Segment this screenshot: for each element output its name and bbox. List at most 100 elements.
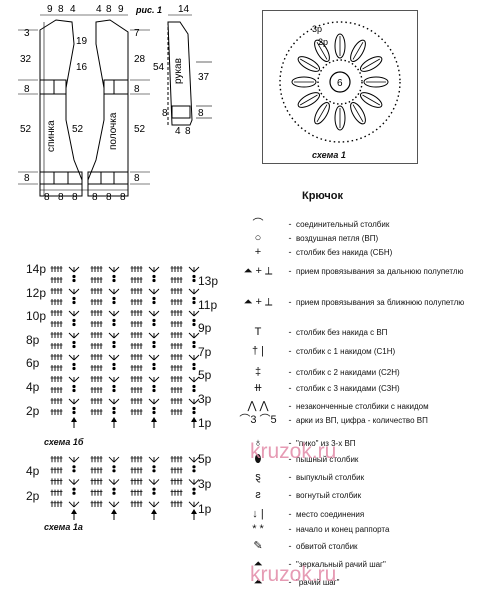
stitch-mark [68,501,80,508]
stitch-mark [188,354,200,361]
stitch-mark [72,340,76,345]
dim-sleeve-right-1: 37 [198,72,210,83]
dim-sleeve-left: 54 [153,62,165,73]
legend-text: выпуклый столбик [296,472,365,482]
legend-dash: - [288,559,292,569]
stitch-mark [72,388,76,393]
dim-back-top-2: 8 [58,4,64,15]
stitch-mark [152,274,156,279]
stitch-mark [112,491,116,495]
stitch-mark [112,469,116,473]
dim-sleeve-inner: 8 [162,108,168,119]
legend-text: столбик с 1 накидом (С1Н) [296,346,396,356]
stitch-mark [152,406,156,411]
legend-symbol-icon: ⋀ ⋀ [247,400,269,412]
legend-item: ȿ-выпуклый столбик [232,469,478,485]
stitch-mark [152,340,156,345]
stitch-mark [68,398,80,405]
arrow-mark [71,509,77,514]
legend-symbol-icon: ⏶ [253,558,263,570]
legend-item: ○-воздушная петля (ВП) [232,230,478,246]
motif-petal-vein [352,41,364,60]
motif-petal-vein [352,104,364,123]
dim-back-inner-3: 52 [72,124,84,135]
stitch-mark [108,354,120,361]
motif-petal-vein [299,94,318,106]
stitch-mark [152,388,156,393]
legend-item: ƨ-вогнутый столбик [232,487,478,503]
legend-dash: - [288,247,292,257]
dim-back-bottom-2: 8 [58,192,64,200]
legend-symbol-icon: ⏶ [253,576,263,588]
stitch-mark [192,300,196,305]
dim-sleeve-right-2: 8 [198,108,204,119]
front-label: полочка [108,112,119,150]
dim-front-right-1: 7 [134,28,140,39]
dim-front-bottom-1: 8 [92,192,98,200]
stitch-mark [68,310,80,317]
stitch-mark [72,406,76,411]
stitch-mark [72,465,76,469]
stitch-mark [192,340,196,345]
row-label-left: 2р [26,403,40,418]
dim-sleeve-bottom-2: 8 [185,126,191,137]
legend-text: начало и конец раппорта [296,524,390,534]
legend-text: воздушная петля (ВП) [296,233,379,243]
row-label-left: 2р [26,489,40,503]
stitch-mark [152,318,156,323]
legend-item: T-столбик без накида с ВП [232,324,478,340]
sleeve-outline [167,21,193,126]
dim-front-bottom-2: 8 [106,192,112,200]
stitch-mark [188,376,200,383]
arrow-mark [191,417,197,422]
row-label-right: 7р [198,344,212,359]
legend-text: прием провязывания за дальнюю полупетлю [296,266,464,276]
legend-item: ✎-обвитой столбик [232,538,478,554]
stitch-mark [112,366,116,371]
arrow-mark [111,509,117,514]
chart-1b-caption: схема 1б [44,437,84,447]
stitch-mark [148,376,160,383]
legend-symbol-icon: ‡ [254,366,262,378]
row-label-left: 10р [26,309,47,324]
arrow-mark [191,509,197,514]
legend-text: незаконченные столбики с накидом [296,401,429,411]
motif-row-3: 3р [312,24,322,34]
stitch-mark [152,384,156,389]
stitch-mark [192,388,196,393]
stitch-mark [108,456,120,463]
legend-symbol-icon: ȿ [255,471,261,483]
stitch-mark [108,479,120,485]
stitch-mark [112,362,116,367]
legend-symbol-icon: ○ [254,232,262,244]
stitch-mark [72,318,76,323]
stitch-mark [112,487,116,491]
dim-back-left-2: 32 [20,54,32,65]
legend-dash: - [288,415,292,425]
legend-item: ⧺-столбик с 3 накидами (С3Н) [232,380,478,396]
stitch-mark [192,406,196,411]
stitch-mark [152,344,156,349]
dim-back-bottom-1: 8 [44,192,50,200]
motif-caption: схема 1 [312,150,346,160]
legend-text: "рачий шаг" [296,577,340,587]
stitch-mark [68,354,80,361]
stitch-mark [192,322,196,327]
dim-back-inner-1: 19 [76,36,88,47]
stitch-mark [112,410,116,415]
row-label-right: 9р [198,321,212,336]
row-label-left: 4р [26,380,40,394]
legend-symbol-icon: ⏶ + ⊥ [243,296,273,308]
legend-item: ⌒3 ⌒5-арки из ВП, цифра - количество ВП [232,412,478,428]
dim-sleeve-top: 14 [178,4,190,15]
legend-text: столбик без накида с ВП [296,327,388,337]
stitch-mark [108,266,120,273]
dim-front-top-1: 4 [96,4,102,15]
dim-front-top-3: 9 [118,4,124,15]
legend-item: ⌒-соединительный столбик [232,216,478,232]
motif-petal-vein [299,58,318,70]
back-outline [39,19,83,197]
stitch-mark [72,384,76,389]
stitch-mark [188,266,200,273]
stitch-chart-1b [50,266,200,428]
